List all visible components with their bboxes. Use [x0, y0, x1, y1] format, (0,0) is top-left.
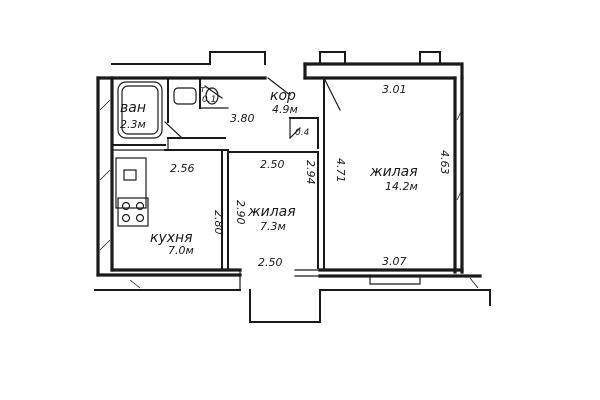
- bath-area: 2.3м: [120, 118, 146, 131]
- bath-name: ван: [120, 100, 146, 116]
- dim-small-top: 2.50: [260, 158, 285, 171]
- dim-kitchen-top: 2.56: [170, 162, 195, 175]
- large-living-name: жилая: [369, 164, 418, 180]
- toilet-name: т: [200, 85, 206, 95]
- dimension-labels: 3.80 2.56 2.80 2.50 2.90 2.50 2.94 3.01 …: [170, 83, 451, 269]
- dim-large-left: 4.71: [334, 158, 347, 183]
- small-living-area: 7.3м: [260, 220, 286, 233]
- kitchen-counter: [115, 157, 147, 209]
- corridor-name: кор: [270, 88, 296, 104]
- room-labels: ван 2.3м т 0.1 кор 4.9м 0.4 кухня 7.0м ж…: [120, 85, 418, 257]
- dim-small-side: 2.90: [234, 200, 247, 225]
- dim-large-top: 3.01: [382, 83, 407, 96]
- sink-icon: [173, 87, 197, 105]
- kitchen-area: 7.0м: [168, 244, 194, 257]
- large-living-area: 14.2м: [385, 180, 418, 193]
- dim-large-right: 4.63: [438, 150, 451, 175]
- toilet-area: 0.1: [202, 95, 216, 105]
- wall-hatching: [99, 99, 479, 289]
- dim-kitchen-side: 2.80: [212, 210, 225, 235]
- toilet-icon: [205, 87, 219, 105]
- closet-area: 0.4: [295, 128, 310, 138]
- small-living-name: жилая: [247, 204, 296, 220]
- kitchen-sink-icon: [123, 169, 137, 181]
- outer-walls: [94, 51, 491, 323]
- corridor-area: 4.9м: [272, 103, 298, 116]
- bathtub-icon: [117, 81, 163, 139]
- kitchen-name: кухня: [150, 230, 193, 246]
- interior-walls: [111, 77, 341, 269]
- dim-corridor: 3.80: [230, 112, 255, 125]
- fixtures: [115, 81, 219, 227]
- stove-icon: [117, 197, 149, 227]
- dim-small-right: 2.94: [304, 160, 317, 185]
- dim-large-bottom: 3.07: [382, 255, 407, 268]
- dim-small-bottom: 2.50: [258, 256, 283, 269]
